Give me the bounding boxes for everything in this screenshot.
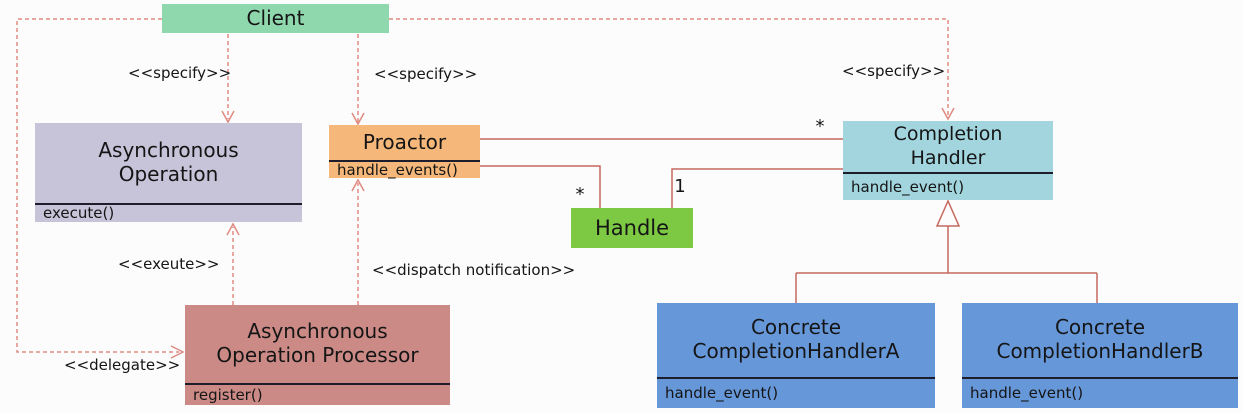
arrowhead-up-icon: [351, 178, 365, 192]
label-delegate: <<delegate>>: [64, 356, 181, 374]
dependency-client-completion-handler: [389, 18, 949, 117]
class-name-line: Asynchronous: [247, 319, 388, 344]
label-specify-middle: <<specify>>: [374, 65, 478, 83]
class-client-name: Client: [246, 5, 305, 30]
class-name-line: Operation: [118, 162, 219, 186]
class-name-line: Asynchronous: [98, 138, 239, 163]
class-client: Client: [162, 4, 389, 33]
class-proactor-name: Proactor: [329, 125, 480, 160]
class-name-line: Concrete: [750, 315, 842, 340]
class-asynchronous-operation-processor-method: register(): [185, 383, 450, 405]
multiplicity-proactor-handle: *: [575, 184, 585, 205]
class-asynchronous-operation-processor: Asynchronous Operation Processor registe…: [185, 305, 450, 405]
class-completion-handler-method: handle_event(): [843, 172, 1053, 200]
class-concrete-completion-handler-b-name: Concrete CompletionHandlerB: [962, 303, 1238, 377]
class-concrete-completion-handler-a-name: Concrete CompletionHandlerA: [657, 303, 935, 377]
class-proactor: Proactor handle_events(): [329, 125, 480, 178]
class-completion-handler: Completion Handler handle_event(): [843, 121, 1053, 200]
class-name-line: Completion: [893, 122, 1003, 145]
class-handle-name: Handle: [594, 215, 670, 240]
class-name-line: CompletionHandlerA: [692, 339, 900, 363]
dependency-client-processor-delegate: [16, 18, 179, 353]
arrowhead-down-icon: [941, 107, 955, 121]
class-concrete-completion-handler-a-method: handle_event(): [657, 377, 935, 408]
association-handle-completion-handler: [671, 168, 843, 208]
class-concrete-completion-handler-b-method: handle_event(): [962, 377, 1238, 408]
class-asynchronous-operation: Asynchronous Operation execute(): [35, 123, 302, 222]
class-concrete-completion-handler-a: Concrete CompletionHandlerA handle_event…: [657, 303, 935, 408]
label-specify-right: <<specify>>: [842, 62, 946, 80]
class-name-line: Proactor: [362, 129, 447, 154]
class-handle: Handle: [571, 208, 693, 248]
class-name-line: Concrete: [1054, 315, 1146, 340]
class-proactor-method: handle_events(): [329, 160, 480, 178]
multiplicity-handle-completion-handler: 1: [674, 176, 686, 197]
arrowhead-right-icon: [170, 345, 185, 359]
label-execute: <<exeute>>: [118, 255, 220, 273]
label-dispatch-notification: <<dispatch notification>>: [372, 261, 576, 279]
class-asynchronous-operation-name: Asynchronous Operation: [35, 123, 302, 203]
class-name-line: CompletionHandlerB: [996, 339, 1204, 363]
class-asynchronous-operation-processor-name: Asynchronous Operation Processor: [185, 305, 450, 383]
class-concrete-completion-handler-b: Concrete CompletionHandlerB handle_event…: [962, 303, 1238, 408]
generalization-triangle-icon: [935, 199, 961, 227]
class-name-line: Operation Processor: [216, 343, 419, 367]
arrowhead-down-icon: [221, 110, 235, 124]
class-completion-handler-name: Completion Handler: [843, 121, 1053, 172]
association-proactor-handle: [480, 165, 601, 208]
class-name-line: Handler: [910, 146, 986, 169]
arrowhead-down-icon: [351, 112, 365, 126]
arrowhead-up-icon: [226, 222, 240, 236]
label-specify-left: <<specify>>: [128, 64, 232, 82]
class-asynchronous-operation-method: execute(): [35, 203, 302, 222]
multiplicity-proactor-completion-handler: *: [815, 116, 825, 137]
